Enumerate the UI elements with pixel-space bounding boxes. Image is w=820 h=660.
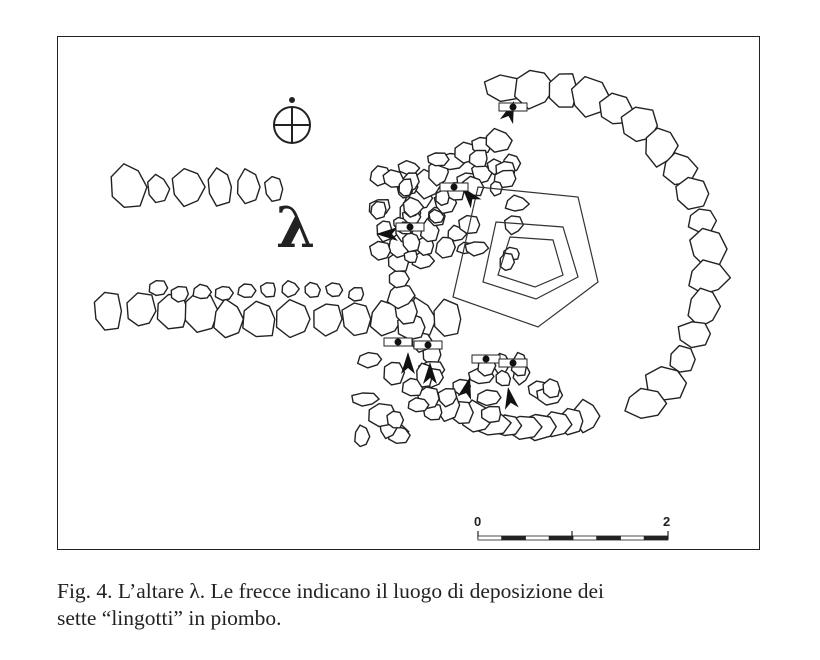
- scale-bar: 0 2: [474, 514, 670, 541]
- stone: [402, 231, 421, 253]
- stone: [242, 300, 276, 338]
- caption-line-2: sette “lingotti” in piombo.: [57, 606, 282, 630]
- caption-line-1: Fig. 4. L’altare λ. Le frecce indicano i…: [57, 579, 604, 603]
- stone: [126, 292, 157, 327]
- stone: [677, 321, 712, 349]
- scale-segment: [572, 535, 598, 541]
- stone: [237, 283, 257, 298]
- stone: [259, 282, 276, 298]
- stone: [620, 106, 659, 143]
- stone: [437, 388, 458, 408]
- stone: [382, 169, 405, 188]
- stone: [357, 351, 383, 369]
- scale-start-label: 0: [474, 514, 481, 529]
- stone: [313, 303, 343, 337]
- stone: [236, 168, 261, 205]
- scale-segment: [548, 535, 574, 541]
- altar-platform: [452, 186, 599, 328]
- scale-segment: [596, 535, 621, 541]
- stone: [110, 163, 148, 208]
- stone: [275, 298, 311, 339]
- stone: [675, 176, 710, 210]
- stone: [171, 167, 206, 208]
- stone: [398, 178, 414, 197]
- figure-caption: Fig. 4. L’altare λ. Le frecce indicano i…: [57, 578, 777, 632]
- scale-segment: [501, 535, 526, 541]
- stone: [325, 282, 344, 298]
- stone: [93, 291, 123, 331]
- stone: [433, 298, 462, 337]
- arrow-icon: [401, 352, 415, 374]
- stone: [468, 149, 488, 168]
- stone: [304, 281, 322, 298]
- stone: [369, 240, 392, 261]
- stone: [495, 369, 512, 387]
- arrow-icon: [457, 377, 472, 401]
- stone: [148, 280, 169, 297]
- stone: [207, 167, 233, 207]
- stone: [688, 259, 732, 295]
- stone: [464, 241, 490, 257]
- stone: [386, 410, 405, 429]
- arrow-icon: [376, 227, 398, 241]
- stone: [214, 285, 235, 301]
- stone: [281, 280, 300, 298]
- arrow-icon: [462, 187, 482, 209]
- stone: [192, 283, 213, 300]
- stone: [341, 302, 372, 337]
- scale-end-label: 2: [663, 514, 670, 529]
- stone: [147, 173, 171, 204]
- arrow-icon: [423, 362, 437, 384]
- scale-segment: [620, 535, 645, 541]
- stone: [264, 175, 284, 202]
- site-plan-figure: λ 0 2: [57, 36, 760, 550]
- ingot-arrows: [376, 101, 528, 410]
- stone: [184, 290, 219, 333]
- stone: [347, 287, 365, 302]
- north-compass-icon: [273, 97, 311, 144]
- altar-lambda-label: λ: [276, 195, 315, 261]
- stone: [476, 389, 502, 407]
- stone: [370, 200, 387, 220]
- stone: [170, 285, 190, 303]
- stone: [624, 387, 668, 419]
- scale-segment: [525, 535, 550, 541]
- arrow-icon: [504, 387, 519, 410]
- stone: [213, 298, 245, 339]
- altar-plan-drawing: λ 0 2: [93, 69, 732, 541]
- stone: [351, 392, 380, 407]
- stone: [428, 208, 445, 224]
- stone: [687, 287, 722, 328]
- stone: [435, 189, 450, 206]
- stone: [485, 127, 513, 153]
- stone: [386, 283, 416, 310]
- stone: [402, 196, 425, 218]
- stone: [689, 227, 728, 266]
- stone: [504, 194, 530, 212]
- stone: [403, 250, 418, 264]
- stone: [480, 405, 502, 424]
- stone: [669, 344, 696, 373]
- stone: [542, 378, 561, 399]
- scale-segment: [643, 535, 669, 541]
- stone: [504, 215, 524, 236]
- stone: [435, 236, 457, 259]
- stone: [388, 269, 411, 289]
- stone-walls: [93, 69, 732, 448]
- stone: [354, 424, 371, 448]
- stone: [427, 152, 450, 167]
- scale-segment: [477, 535, 503, 541]
- stone: [407, 397, 430, 413]
